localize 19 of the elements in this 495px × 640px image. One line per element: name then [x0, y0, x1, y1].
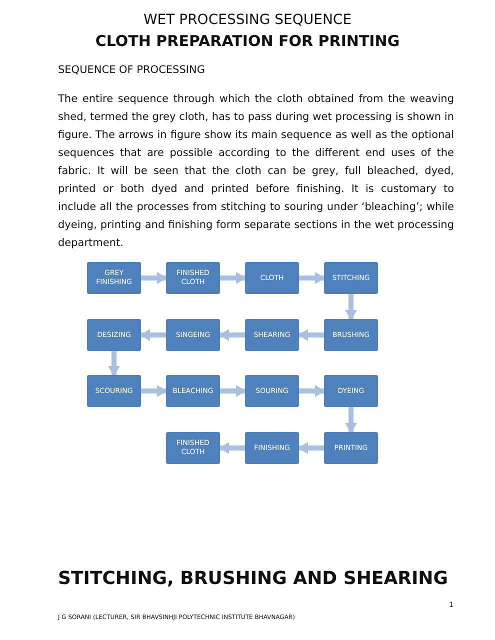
arrow: [108, 351, 120, 376]
arrow: [219, 329, 245, 341]
arrow: [298, 329, 324, 341]
arrow: [219, 442, 245, 454]
arrow: [345, 294, 357, 320]
arrow: [299, 272, 325, 284]
section-heading: STITCHING, BRUSHING AND SHEARING: [58, 568, 448, 589]
arrow: [220, 272, 246, 284]
page-title: WET PROCESSING SEQUENCE: [142, 12, 353, 28]
arrow: [299, 385, 325, 397]
body-paragraph: The entire sequence through which the cloth obtained from the weaving shed, termed the grey cloth, has to pass during wet processing is shown in figure. The arrows in figure show its main sequence as well as the optional sequences that are possible according to the different end uses of the fabric. It will be seen that the cloth can be grey, full bleached, dyed, printed or both dyed and printed before finishing. It is customary to include all the processes from stitching to souring under ‘bleaching’; while dyeing, printing and finishing form separate sections in the wet processing department.: [58, 92, 454, 251]
arrow: [298, 442, 324, 454]
section-heading: SEQUENCE OF PROCESSING: [58, 64, 205, 76]
arrow: [141, 272, 167, 284]
arrow: [345, 407, 357, 433]
arrow: [220, 385, 246, 397]
arrow: [140, 329, 166, 341]
page-heading: CLOTH PREPARATION FOR PRINTING: [94, 32, 401, 50]
arrow: [141, 385, 167, 397]
